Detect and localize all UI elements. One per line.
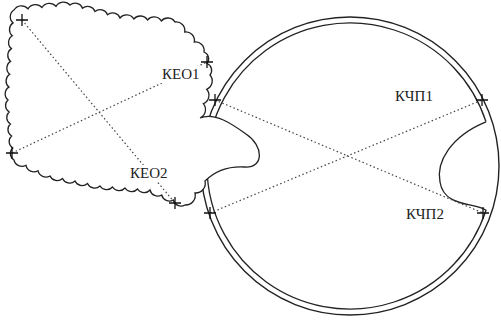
region-label: КЧП2 — [404, 206, 446, 223]
dotted-line — [12, 62, 207, 153]
cross-mark — [6, 147, 18, 159]
cloud-region-outline — [0, 0, 270, 215]
region-label: КЧП1 — [393, 88, 435, 105]
cloud-outline — [5, 2, 259, 206]
dotted-line — [210, 100, 482, 213]
cross-mark — [209, 94, 221, 106]
region-label: КЕО2 — [128, 165, 170, 182]
cloud-region: КЕО1КЕО2 — [0, 0, 270, 215]
cross-mark — [169, 197, 181, 209]
dotted-line — [22, 20, 175, 203]
cross-mark — [204, 207, 216, 219]
region-label: КЕО1 — [160, 66, 202, 83]
dotted-line — [215, 100, 483, 213]
cross-mark — [201, 56, 213, 68]
cross-mark — [476, 94, 488, 106]
cross-mark — [16, 14, 28, 26]
cross-mark — [477, 207, 489, 219]
